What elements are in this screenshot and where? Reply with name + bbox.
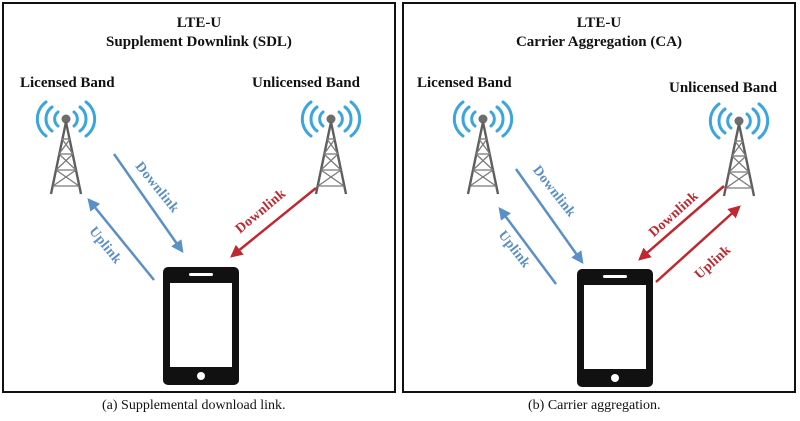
title-line-1: LTE-U [176,15,222,31]
arrow-icon [87,198,155,281]
link-arrows [498,168,741,285]
title-line-2: Supplement Downlink (SDL) [106,34,292,50]
panel-sdl: LTE-U Supplement Downlink (SDL) Licensed… [2,2,396,393]
arrow-icon [498,206,558,285]
licensed-band-label: Licensed Band [20,75,115,91]
unlicensed-band-label: Unlicensed Band [252,75,360,91]
arrow-icon [514,168,584,265]
panel-title: LTE-U Carrier Aggregation (CA) [404,14,794,52]
title-line-2: Carrier Aggregation (CA) [515,34,683,50]
smartphone-icon [576,268,654,388]
arrow-icon [112,153,184,254]
link-arrows [87,153,317,281]
panel-carrier-aggregation: LTE-U Carrier Aggregation (CA) Licensed … [402,2,796,393]
licensed-band-label: Licensed Band [417,75,512,91]
title-line-1: LTE-U [576,15,622,31]
caption-b: (b) Carrier aggregation. [528,398,661,413]
arrow-icon [655,205,741,283]
arrow-icon [638,185,725,261]
panel-title: LTE-U Supplement Downlink (SDL) [4,14,394,52]
smartphone-icon [162,266,240,386]
arrow-icon [230,187,317,258]
unlicensed-band-label: Unlicensed Band [669,80,777,96]
caption-a: (a) Supplemental download link. [102,398,286,413]
